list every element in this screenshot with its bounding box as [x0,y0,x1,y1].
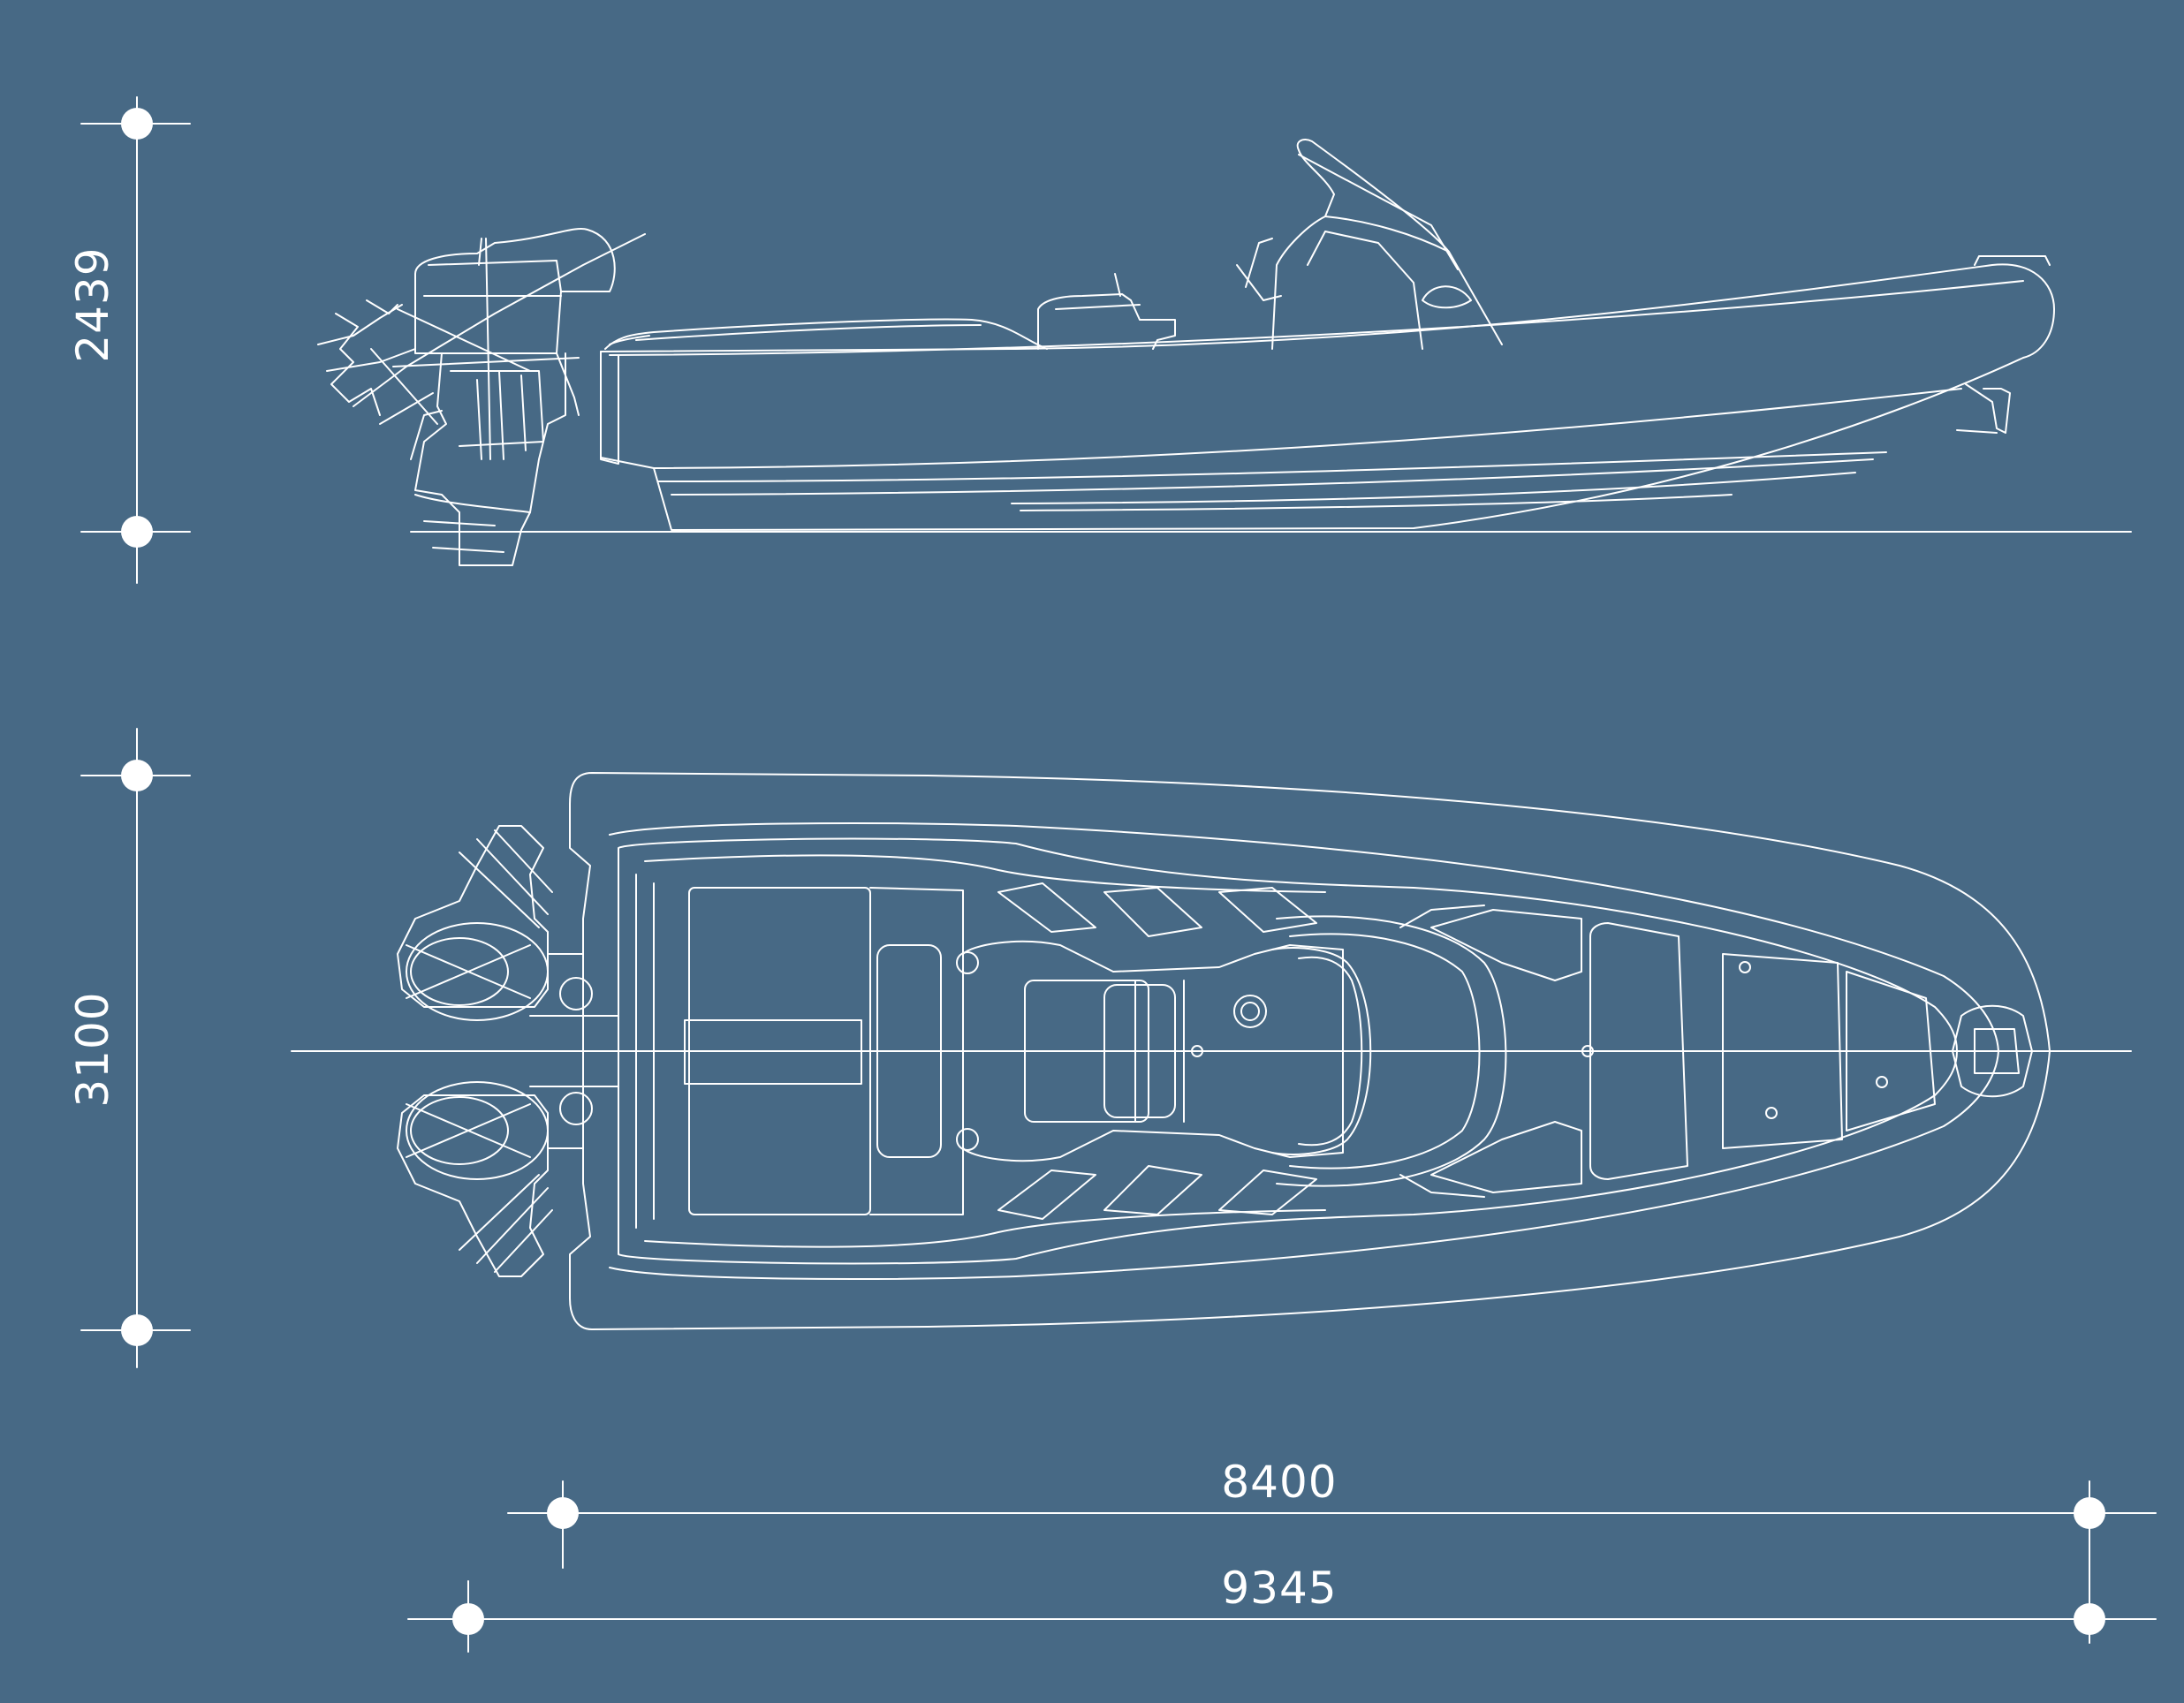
side-windscreen [1271,139,1503,350]
dimension-hull-length: 8400 [507,1457,2157,1569]
side-outboard-engine [317,228,646,566]
dimension-overall-length: 9345 [407,1563,2157,1653]
top-outboard-engines [397,825,619,1277]
dimension-endpoint [2074,1603,2105,1635]
dimension-beam-width: 3100 [67,728,191,1368]
dimension-endpoint [121,760,153,791]
dimension-label-side-height: 2439 [67,246,118,362]
dimension-endpoint [121,516,153,548]
boat-side-view [317,139,2132,566]
dimension-endpoint [121,1314,153,1346]
top-console [962,940,1344,1162]
top-deck-outline [618,837,1958,1265]
dimension-endpoint [547,1497,579,1529]
dimension-endpoint [2074,1497,2105,1529]
side-hull-outline [600,263,2055,531]
side-console [1037,293,1176,350]
dimension-endpoint [452,1603,484,1635]
top-sun-pad [688,887,871,1215]
dimension-label-overall-length: 9345 [1221,1563,1337,1614]
dimension-label-beam-width: 3100 [67,991,118,1107]
top-tube-outline [569,772,2051,1330]
boat-top-view [291,772,2132,1330]
dimension-label-hull-length: 8400 [1221,1457,1337,1508]
dimension-endpoint [121,108,153,140]
dimension-side-height: 2439 [67,96,191,584]
